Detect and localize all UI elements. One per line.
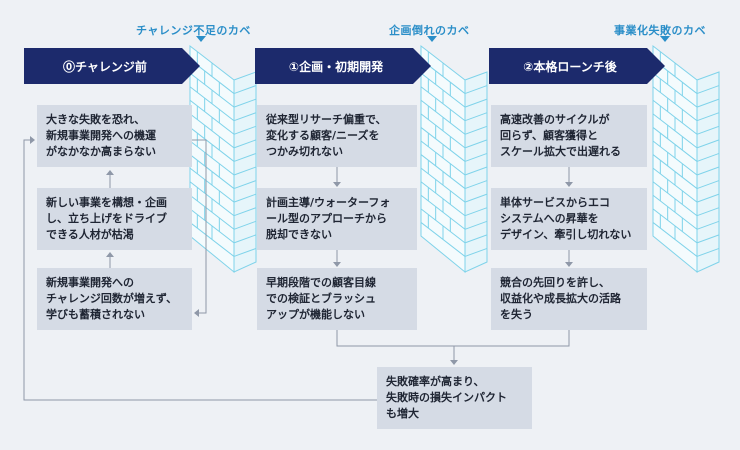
wall-label-arrow	[196, 36, 206, 42]
issue-box: 競合の先回りを許し、 収益化や成長拡大の活路 を失う	[491, 268, 647, 330]
issue-box: 早期段階での顧客目線 での検証とブラッシュ アップが機能しない	[257, 268, 417, 330]
issue-box: 従来型リサーチ偏重で、 変化する顧客/ニーズを つかみ切れない	[257, 105, 417, 167]
wall-label-arrow	[660, 36, 670, 42]
issue-box: 高速改善のサイクルが 回らず、顧客獲得と スケール拡大で出遅れる	[491, 105, 647, 167]
phase-title: ⓪チャレンジ前	[63, 59, 147, 74]
phase-header-planning: ①企画・初期開発	[255, 48, 431, 84]
wall-label-planning: 企画倒れのカベ	[389, 24, 470, 37]
phase-title: ①企画・初期開発	[288, 59, 384, 74]
issue-box: 計画主導/ウォーターフォ ール型のアプローチから 脱却できない	[257, 188, 417, 250]
phase-title: ②本格ローンチ後	[523, 59, 617, 74]
issue-box: 新規事業開発への チャレンジ回数が増えず、 学びも蓄積されない	[37, 268, 192, 330]
issue-box: 大きな失敗を恐れ、 新規事業開発への機運 がなかなか高まらない	[37, 105, 192, 167]
wall-label-challenge: チャレンジ不足のカベ	[136, 24, 251, 37]
wall-label-commercialization: 事業化失敗のカベ	[614, 24, 706, 37]
wall-label-arrow	[427, 36, 437, 42]
issue-box: 新しい事業を構想・企画 し、立ち上げをドライブ できる人材が枯渇	[37, 188, 192, 250]
phase-header-pre-challenge: ⓪チャレンジ前	[24, 48, 200, 84]
wall-planning	[420, 44, 488, 274]
wall-challenge	[189, 44, 257, 274]
wall-commercialization	[652, 44, 720, 274]
result-box: 失敗確率が高まり、 失敗時の損失インパクト も増大	[377, 367, 532, 429]
phase-header-launch: ②本格ローンチ後	[489, 48, 665, 84]
issue-box: 単体サービスからエコ システムへの昇華を デザイン、牽引し切れない	[491, 188, 647, 250]
